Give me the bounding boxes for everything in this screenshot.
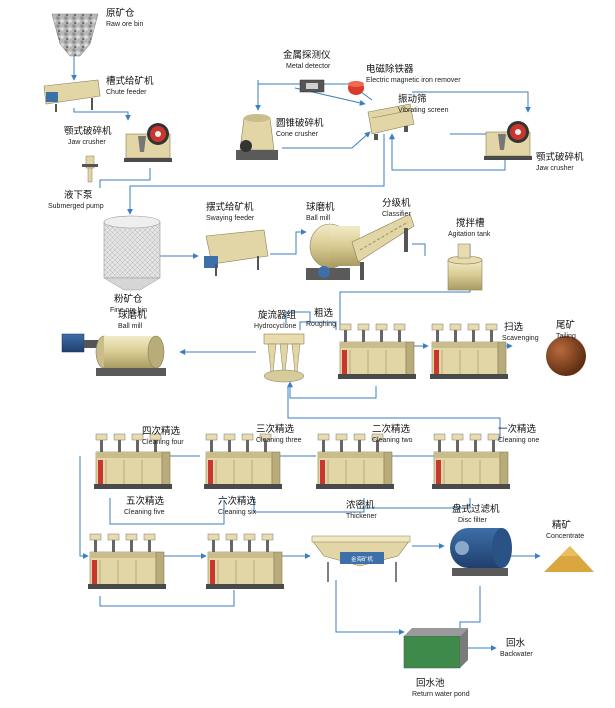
cleaning-four-en: Cleaning four	[142, 439, 184, 446]
submerged-pump-zh: 液下泵	[64, 189, 93, 201]
scavenging-en: Scavenging	[502, 335, 539, 342]
thickener-plate: 金海矿机	[351, 555, 374, 563]
iron-remover-zh: 电磁除铁器	[366, 63, 414, 75]
ball-mill-1: 球磨机 Ball mill	[306, 201, 360, 280]
submerged-pump: 液下泵 Submerged pump	[48, 155, 104, 210]
agitation-tank: 搅拌槽 Agitation tank	[447, 217, 491, 291]
disc-filter-zh: 盘式过滤机	[452, 503, 500, 515]
iron-remover: 电磁除铁器 Electric magnetic iron remover	[348, 63, 461, 95]
thickener-en: Thickener	[346, 513, 377, 520]
concentrate-en: Concentrate	[546, 533, 584, 540]
cleaning-two-en: Cleaning two	[372, 437, 413, 444]
cone-crusher-zh: 圆锥破碎机	[276, 117, 324, 129]
thickener-zh: 浓密机	[346, 499, 375, 511]
classifier-zh: 分级机	[382, 197, 411, 209]
chute-feeder-en: Chute feeder	[106, 89, 147, 96]
scavenging-zh: 扫选	[504, 321, 524, 333]
swaying-feeder-zh: 摆式给矿机	[206, 201, 254, 213]
tailing: 尾矿 Tailing	[546, 319, 586, 376]
cleaning-six-zh: 六次精选	[218, 495, 257, 507]
ball-mill-2-zh: 球磨机	[118, 309, 147, 321]
cleaning-six-en: Cleaning six	[218, 509, 257, 516]
return-water-pond-zh: 回水池	[416, 677, 445, 689]
submerged-pump-en: Submerged pump	[48, 203, 104, 210]
cleaning-five-en: Cleaning five	[124, 509, 165, 516]
cleaning-one-en: Cleaning one	[498, 437, 539, 444]
jaw-crusher-1-zh: 颚式破碎机	[64, 125, 112, 137]
vibrating-screen: 振动筛 Vibrating screen	[367, 93, 449, 140]
cone-crusher: 圆锥破碎机 Cone crusher	[236, 114, 324, 160]
cleaning-four: 四次精选 Cleaning four	[93, 425, 184, 490]
disc-filter: 盘式过滤机 Disc filter	[450, 503, 512, 576]
ball-mill-1-zh: 球磨机	[306, 201, 335, 213]
cleaning-two-zh: 二次精选	[372, 423, 411, 435]
jaw-crusher-1-en: Jaw crusher	[68, 139, 106, 146]
raw-ore-bin: 原矿仓 Raw ore bin	[51, 7, 143, 57]
classifier: 分级机 Classifier	[351, 197, 415, 280]
cleaning-three-en: Cleaning three	[256, 437, 302, 444]
backwater-zh: 回水	[506, 637, 526, 649]
cleaning-one-zh: 一次精选	[498, 423, 537, 435]
concentrate-zh: 精矿	[552, 519, 572, 531]
classifier-en: Classifier	[382, 211, 411, 218]
backwater: 回水 Backwater	[500, 637, 533, 658]
raw-ore-bin-en: Raw ore bin	[106, 21, 143, 28]
cleaning-three: 三次精选 Cleaning three	[203, 423, 302, 490]
vibrating-screen-en: Vibrating screen	[398, 107, 449, 114]
cone-crusher-en: Cone crusher	[276, 131, 319, 138]
jaw-crusher-2-zh: 颚式破碎机	[536, 151, 584, 163]
disc-filter-en: Disc filter	[458, 517, 487, 524]
roughing-zh: 粗选	[314, 307, 334, 319]
metal-detector: 金属探测仪 Metal detector	[283, 49, 331, 93]
cleaning-five: 五次精选 Cleaning five	[87, 495, 167, 590]
cleaning-three-zh: 三次精选	[256, 423, 295, 435]
roughing: 粗选 Roughing	[306, 307, 417, 380]
return-water-pond-en: Return water pond	[412, 691, 470, 698]
cleaning-one: 一次精选 Cleaning one	[431, 423, 539, 490]
metal-detector-zh: 金属探测仪	[283, 49, 331, 61]
jaw-crusher-1: 颚式破碎机 Jaw crusher	[64, 122, 173, 163]
agitation-tank-en: Agitation tank	[448, 231, 491, 238]
metal-detector-en: Metal detector	[286, 63, 331, 70]
ball-mill-2-en: Ball mill	[118, 323, 143, 330]
jaw-crusher-2-en: Jaw crusher	[536, 165, 574, 172]
scavenging: 扫选 Scavenging	[429, 321, 539, 380]
concentrate: 精矿 Concentrate	[544, 519, 594, 572]
tailing-en: Tailing	[556, 333, 576, 340]
backwater-en: Backwater	[500, 651, 533, 658]
roughing-en: Roughing	[306, 321, 336, 328]
ball-mill-1-en: Ball mill	[306, 215, 331, 222]
jaw-crusher-2: 颚式破碎机 Jaw crusher	[483, 120, 584, 172]
return-water-pond: 回水池 Return water pond	[403, 628, 470, 698]
cleaning-five-zh: 五次精选	[126, 495, 165, 507]
agitation-tank-zh: 搅拌槽	[456, 217, 485, 229]
tailing-zh: 尾矿	[556, 319, 576, 331]
fine-ore-bin-en: Fine ore bin	[110, 307, 147, 314]
hydrocyclone-zh: 旋流器组	[258, 309, 297, 321]
fine-ore-bin-zh: 粉矿仓	[114, 293, 143, 305]
vibrating-screen-zh: 振动筛	[398, 93, 427, 105]
fine-ore-bin: 粉矿仓 Fine ore bin	[103, 215, 161, 314]
cleaning-four-zh: 四次精选	[142, 425, 181, 437]
cleaning-six: 六次精选 Cleaning six	[205, 495, 285, 590]
hydrocyclone-en: Hydrocyclone	[254, 323, 297, 330]
chute-feeder: 槽式给矿机 Chute feeder	[43, 75, 154, 112]
iron-remover-en: Electric magnetic iron remover	[366, 77, 461, 84]
cleaning-two: 二次精选 Cleaning two	[315, 423, 413, 490]
chute-feeder-zh: 槽式给矿机	[106, 75, 154, 87]
hydrocyclone: 旋流器组 Hydrocyclone	[254, 309, 305, 383]
swaying-feeder-en: Swaying feeder	[206, 215, 255, 222]
swaying-feeder: 摆式给矿机 Swaying feeder	[204, 201, 269, 276]
raw-ore-bin-zh: 原矿仓	[106, 7, 135, 19]
thickener: 金海矿机 浓密机 Thickener	[311, 499, 411, 582]
ball-mill-2: 球磨机 Ball mill	[61, 309, 166, 376]
